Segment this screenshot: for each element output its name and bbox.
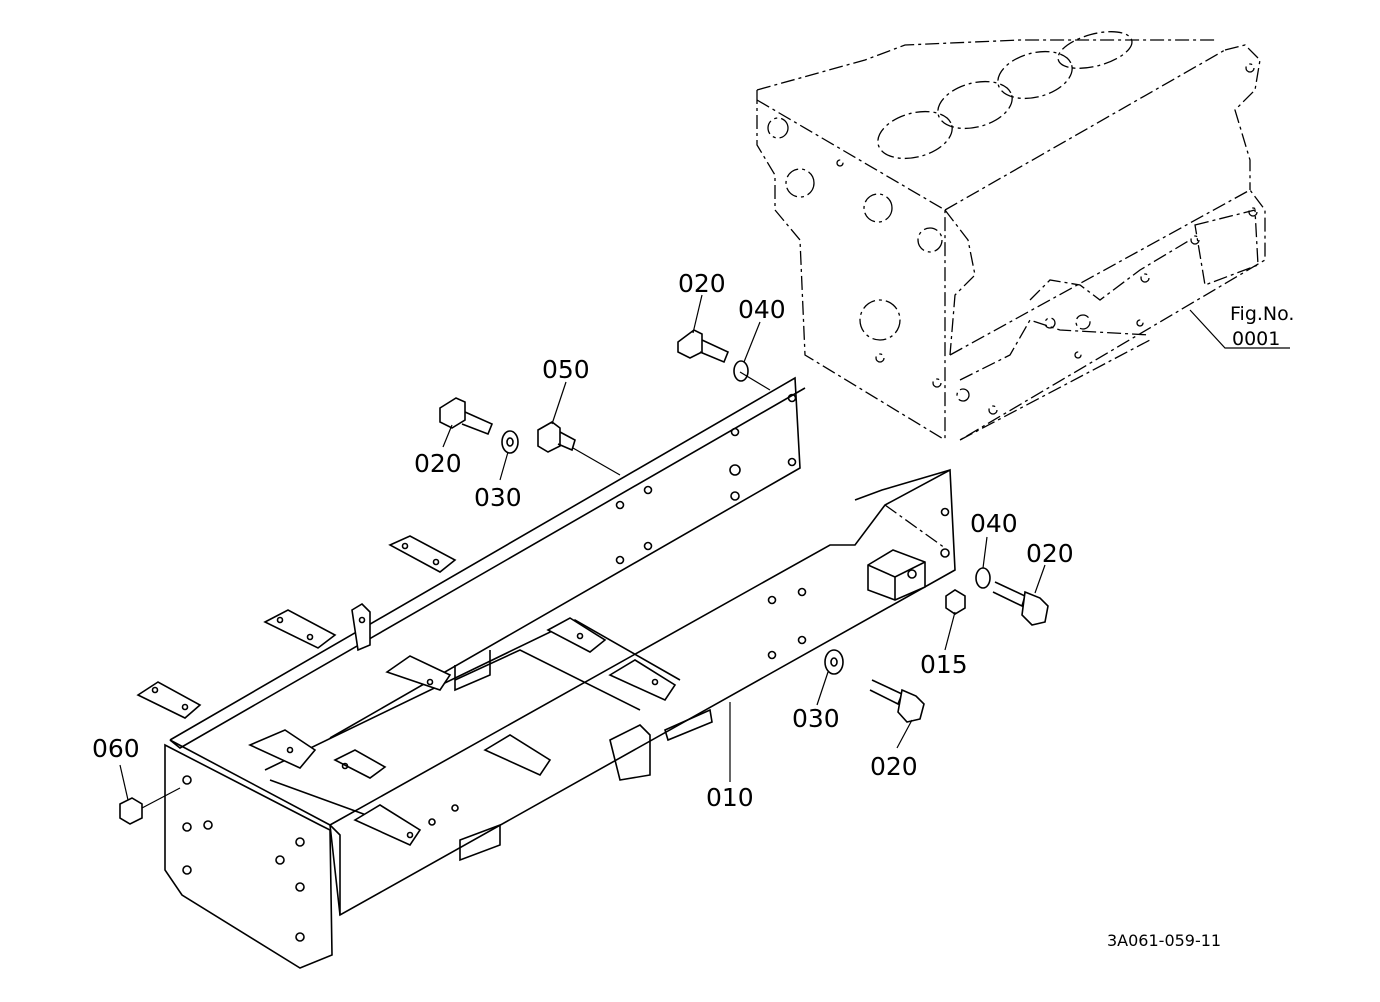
callout-030-right: 030 xyxy=(792,704,840,733)
washer-030-right xyxy=(824,649,844,675)
callout-020-top: 020 xyxy=(678,269,726,298)
callout-050: 050 xyxy=(542,355,590,384)
leader-lines xyxy=(119,294,1290,809)
frame-assembly xyxy=(136,376,956,969)
lock-washer-040-right xyxy=(975,567,991,589)
washer-030-left xyxy=(501,430,519,454)
figure-reference-number: 0001 xyxy=(1232,328,1280,350)
nut-015 xyxy=(945,589,966,615)
figure-reference-label: Fig.No. xyxy=(1230,303,1294,325)
callout-040-top: 040 xyxy=(738,295,786,324)
bolt-020-left xyxy=(439,397,494,436)
bolt-020-right xyxy=(992,581,1049,626)
callout-010: 010 xyxy=(706,783,754,812)
fitting-050 xyxy=(537,421,576,453)
callout-040-right: 040 xyxy=(970,509,1018,538)
callout-020-bottom: 020 xyxy=(870,752,918,781)
callout-030-left: 030 xyxy=(474,483,522,512)
engine-block-outline xyxy=(756,31,1266,441)
callout-060: 060 xyxy=(92,734,140,763)
callout-020-left: 020 xyxy=(414,449,462,478)
bolt-020-bottom xyxy=(869,679,925,723)
lock-washer-040-top xyxy=(733,360,749,382)
bolt-020-top xyxy=(677,329,730,364)
callout-015: 015 xyxy=(920,650,968,679)
callout-labels: 020 040 050 020 030 040 020 015 030 020 … xyxy=(92,269,1074,812)
callout-020-right: 020 xyxy=(1026,539,1074,568)
plug-060 xyxy=(119,797,143,825)
drawing-number: 3A061-059-11 xyxy=(1107,931,1221,950)
